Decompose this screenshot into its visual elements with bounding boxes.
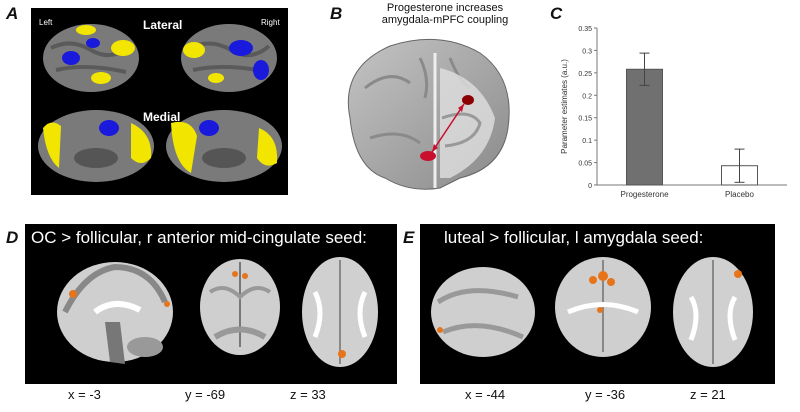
brain-network-panel: Lateral Medial Left Right bbox=[31, 8, 288, 195]
mpfc-activation bbox=[462, 95, 474, 105]
panel-b-title: Progesterone increases amygdala-mPFC cou… bbox=[370, 2, 520, 26]
medial-left-hemisphere bbox=[38, 110, 154, 182]
panel-label-c: C bbox=[550, 4, 563, 23]
panel-d-coord-z: z = 33 bbox=[290, 387, 326, 402]
panel-d-slices bbox=[57, 257, 378, 367]
bar-progesterone bbox=[626, 68, 663, 186]
panel-d-coord-y: y = -69 bbox=[185, 387, 226, 402]
glass-brain bbox=[330, 28, 520, 198]
axial-slice bbox=[302, 257, 378, 367]
panel-e-coord-z: z = 21 bbox=[690, 387, 726, 402]
x-tick-label: Progesterone bbox=[620, 190, 669, 199]
panel-b-title-line2: amygdala-mPFC coupling bbox=[381, 14, 509, 26]
panel-b-title-line1: Progesterone increases bbox=[386, 2, 504, 14]
panel-e-strip: luteal > follicular, l amygdala seed: bbox=[420, 224, 775, 384]
y-tick-label: 0.35 bbox=[578, 26, 592, 33]
y-axis-label: Parameter estimates (a.u.) bbox=[560, 59, 569, 154]
y-tick-label: 0.05 bbox=[578, 161, 592, 168]
left-label: Left bbox=[39, 18, 53, 27]
panel-e-coord-x: x = -44 bbox=[465, 387, 506, 402]
brain-surfaces bbox=[38, 24, 282, 182]
panel-e-slices bbox=[431, 257, 753, 367]
panel-d-title: OC > follicular, r anterior mid-cingulat… bbox=[31, 228, 367, 247]
sagittal-slice bbox=[57, 262, 173, 364]
right-label: Right bbox=[261, 18, 280, 27]
coronal-slice bbox=[200, 259, 280, 355]
x-tick-label: Placebo bbox=[725, 190, 754, 199]
axial-slice bbox=[673, 257, 753, 367]
y-tick-label: 0.25 bbox=[578, 71, 592, 78]
panel-e-title: luteal > follicular, l amygdala seed: bbox=[444, 228, 704, 247]
y-tick-label: 0 bbox=[588, 183, 592, 190]
medial-right-hemisphere bbox=[166, 110, 282, 182]
amygdala-activation bbox=[420, 151, 436, 161]
panel-e-coord-y: y = -36 bbox=[585, 387, 626, 402]
panel-label-e: E bbox=[403, 228, 415, 247]
lateral-right-hemisphere bbox=[181, 24, 277, 92]
medial-label: Medial bbox=[143, 110, 181, 124]
panel-label-d: D bbox=[6, 228, 19, 247]
lateral-label: Lateral bbox=[143, 18, 183, 32]
y-tick-label: 0.2 bbox=[582, 93, 592, 100]
coronal-slice bbox=[555, 257, 651, 357]
sagittal-slice bbox=[431, 267, 535, 357]
panel-label-b: B bbox=[330, 4, 343, 23]
y-tick-label: 0.15 bbox=[578, 116, 592, 123]
y-tick-label: 0.1 bbox=[582, 138, 592, 145]
lateral-left-hemisphere bbox=[43, 24, 139, 92]
panel-label-a: A bbox=[6, 4, 19, 23]
panel-d-coord-x: x = -3 bbox=[68, 387, 101, 402]
y-tick-label: 0.3 bbox=[582, 48, 592, 55]
panel-d-strip: OC > follicular, r anterior mid-cingulat… bbox=[25, 224, 397, 384]
